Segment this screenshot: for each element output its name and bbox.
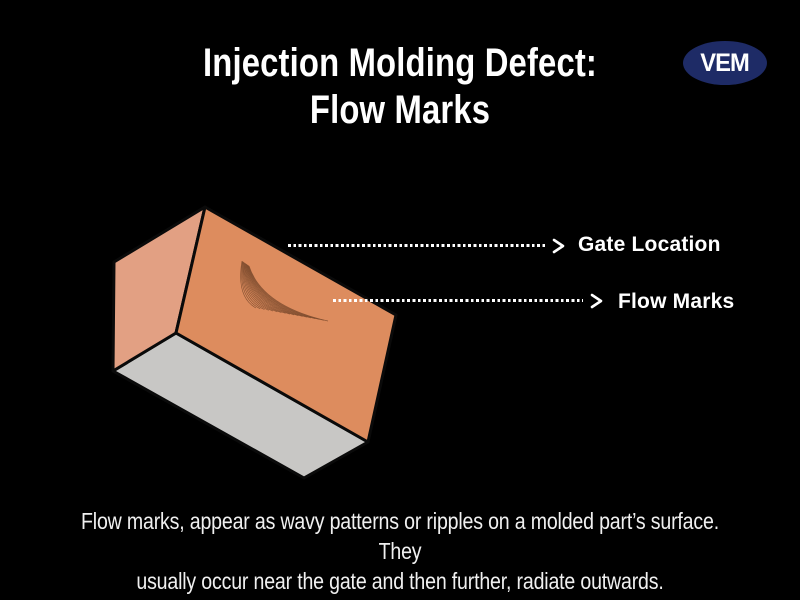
gate-location-label: Gate Location — [578, 233, 721, 256]
flow-marks-label: Flow Marks — [618, 290, 735, 313]
vem-logo: VEM — [683, 41, 767, 85]
gate-location-arrowhead-icon — [552, 238, 565, 254]
vem-logo-text: VEM — [700, 48, 751, 77]
flow-marks-pattern — [240, 260, 329, 322]
box-front-face — [174, 205, 398, 444]
flow-marks-arrowhead-icon — [590, 293, 603, 309]
page-title-line2: Flow Marks — [309, 88, 491, 132]
box-left-face — [111, 205, 207, 373]
caption-line1: Flow marks, appear as wavy patterns or r… — [81, 508, 719, 564]
caption-line2: usually occur near the gate and then fur… — [136, 568, 664, 594]
caption: Flow marks, appear as wavy patterns or r… — [60, 506, 740, 596]
page-title: Injection Molding Defect: Flow Marks — [72, 40, 728, 134]
box-bottom-face — [111, 331, 370, 480]
flow-marks-arrow-line — [333, 299, 583, 302]
page-title-line1: Injection Molding Defect: — [202, 41, 598, 85]
gate-location-arrow-line — [288, 244, 546, 247]
